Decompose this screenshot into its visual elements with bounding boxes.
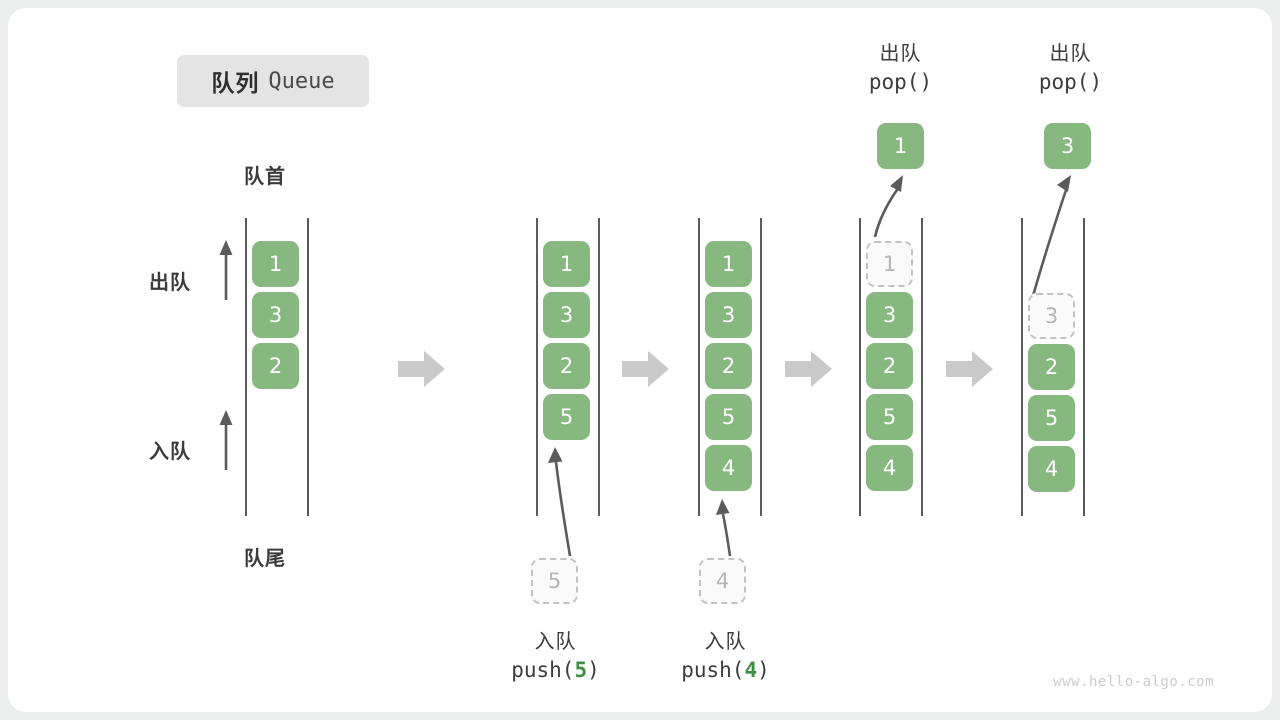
caption-pop-1: 出队 pop() (813, 40, 988, 98)
enqueue-arrow-col3 (716, 499, 732, 557)
queue-cell: 4 (866, 445, 913, 491)
queue-cell: 5 (1028, 395, 1075, 441)
queue-cell: 1 (543, 241, 590, 287)
queue-cell: 2 (705, 343, 752, 389)
caption-code: push(5) (511, 658, 600, 683)
rail-left-col2 (536, 218, 538, 516)
rail-right-col5 (1083, 218, 1085, 516)
queue-cell: 2 (252, 343, 299, 389)
caption-chinese: 入队 (704, 631, 747, 653)
dequeue-direction-arrow (219, 240, 233, 300)
caption-push-4: 入队 push(4) (638, 628, 813, 686)
caption-code: pop() (1038, 70, 1103, 95)
queue-cell: 3 (252, 292, 299, 338)
incoming-cell-col2: 5 (531, 558, 578, 604)
rail-right-col4 (921, 218, 923, 516)
queue-cell: 2 (1028, 344, 1075, 390)
title-english: Queue (268, 68, 335, 94)
step-arrow-icon-2 (622, 351, 669, 387)
dequeue-arrow-col5 (1031, 175, 1071, 297)
rail-left-col4 (859, 218, 861, 516)
queue-cell: 3 (705, 292, 752, 338)
rail-right-col2 (598, 218, 600, 516)
label-enqueue-direction: 入队 (149, 441, 191, 463)
enqueue-direction-arrow (219, 410, 233, 470)
queue-cell: 1 (705, 241, 752, 287)
diagram-title-badge: 队列 Queue (177, 55, 369, 107)
rail-left-col5 (1021, 218, 1023, 516)
caption-pop-3: 出队 pop() (983, 40, 1158, 98)
dequeue-arrow-col4 (873, 175, 903, 238)
rail-left-col1 (245, 218, 247, 516)
step-arrow-icon-3 (785, 351, 832, 387)
popped-cell-col5: 3 (1044, 123, 1091, 169)
queue-cell: 5 (705, 394, 752, 440)
queue-cell-ghost: 1 (866, 241, 913, 287)
caption-chinese: 出队 (879, 43, 922, 65)
caption-code: pop() (868, 70, 933, 95)
watermark: www.hello-algo.com (1053, 674, 1214, 690)
rail-right-col1 (307, 218, 309, 516)
incoming-cell-col3: 4 (699, 558, 746, 604)
rail-left-col3 (698, 218, 700, 516)
enqueue-arrow-col2 (548, 447, 572, 557)
caption-code-argument: 4 (744, 658, 758, 683)
label-queue-front: 队首 (244, 166, 286, 188)
popped-cell-col4: 1 (877, 123, 924, 169)
rail-right-col3 (760, 218, 762, 516)
caption-chinese: 出队 (1049, 43, 1092, 65)
label-dequeue-direction: 出队 (149, 272, 191, 294)
title-chinese: 队列 (211, 70, 260, 96)
caption-code: push(4) (681, 658, 770, 683)
queue-cell: 4 (1028, 446, 1075, 492)
caption-push-5: 入队 push(5) (468, 628, 643, 686)
queue-cell: 3 (866, 292, 913, 338)
queue-cell: 5 (543, 394, 590, 440)
queue-cell: 1 (252, 241, 299, 287)
queue-cell: 2 (543, 343, 590, 389)
queue-cell: 3 (543, 292, 590, 338)
caption-chinese: 入队 (534, 631, 577, 653)
queue-cell: 4 (705, 445, 752, 491)
diagram-card: 队列 Queue 队首 队尾 出队 入队 1 3 2 1 3 2 5 5 (8, 8, 1272, 712)
step-arrow-icon-1 (398, 351, 445, 387)
label-queue-rear: 队尾 (244, 548, 286, 570)
caption-code-argument: 5 (574, 658, 588, 683)
queue-cell-ghost: 3 (1028, 293, 1075, 339)
queue-cell: 5 (866, 394, 913, 440)
queue-cell: 2 (866, 343, 913, 389)
step-arrow-icon-4 (946, 351, 993, 387)
